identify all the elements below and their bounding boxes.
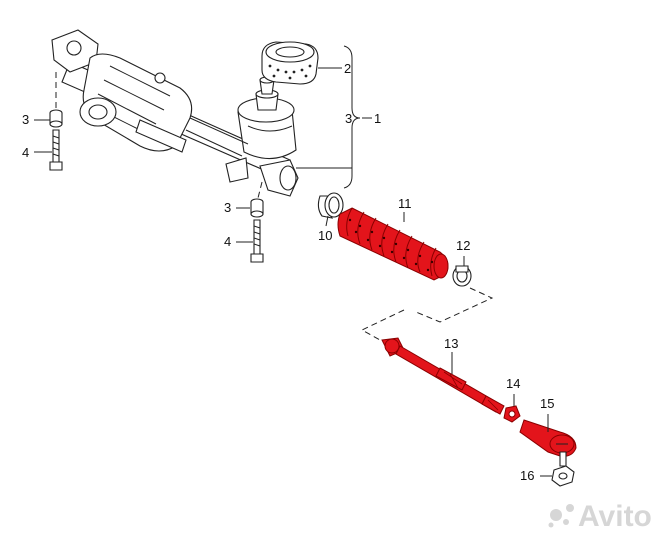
ball-joint-nut bbox=[551, 465, 575, 487]
watermark-text: Avito bbox=[578, 500, 652, 533]
callout-2: 2 bbox=[344, 61, 351, 76]
steering-rack-housing bbox=[51, 29, 299, 197]
callout-16: 16 bbox=[520, 468, 534, 483]
left-bolt bbox=[49, 129, 63, 171]
callout-13: 13 bbox=[444, 336, 458, 351]
callout-3-left: 3 bbox=[22, 112, 29, 127]
lower-washer bbox=[250, 198, 264, 218]
rack-mounting-bushing bbox=[261, 41, 319, 85]
avito-watermark: Avito bbox=[548, 500, 652, 533]
callout-12: 12 bbox=[456, 238, 470, 253]
assembly-guide-upper bbox=[415, 287, 494, 323]
callout-1: 1 bbox=[374, 111, 381, 126]
callout-15: 15 bbox=[540, 396, 554, 411]
leader-lines bbox=[34, 45, 552, 477]
callout-3-lower: 3 bbox=[224, 200, 231, 215]
callout-3-upper: 3 bbox=[345, 111, 352, 126]
callout-4-left: 4 bbox=[22, 145, 29, 160]
tie-rod-end bbox=[519, 419, 577, 467]
left-washer bbox=[49, 109, 63, 128]
callout-11: 11 bbox=[398, 196, 412, 211]
boot-clamp-small bbox=[317, 192, 344, 219]
inner-tie-rod bbox=[381, 337, 505, 415]
steering-rack-boot bbox=[337, 207, 449, 281]
callout-4-lower: 4 bbox=[224, 234, 231, 249]
boot-clamp-large bbox=[452, 265, 472, 287]
callout-10: 10 bbox=[318, 228, 332, 243]
tie-rod-lock-nut bbox=[503, 405, 521, 423]
assembly-guide-lower bbox=[360, 309, 405, 341]
callout-14: 14 bbox=[506, 376, 520, 391]
lower-bolt-leader bbox=[257, 181, 263, 199]
lower-bolt bbox=[250, 219, 264, 263]
